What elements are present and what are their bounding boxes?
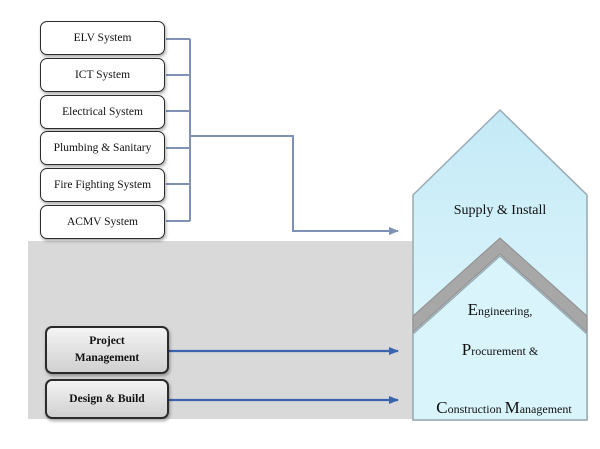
supply-install-arrow: [190, 135, 399, 235]
system-label: Plumbing & Sanitary: [53, 142, 152, 154]
epcm-line-construction: Construction Management: [413, 378, 587, 419]
project-management-line1: Project: [89, 335, 125, 347]
epcm-c-rest: onstruction: [447, 402, 505, 416]
epcm-m-rest: anagement: [519, 402, 572, 416]
epcm-p-initial: P: [461, 340, 472, 359]
epcm-m-initial: M: [504, 398, 520, 417]
system-label: ELV System: [73, 32, 132, 44]
system-connector: [166, 38, 191, 222]
system-box-fire-fighting: Fire Fighting System: [40, 168, 165, 202]
design-build-box: Design & Build: [45, 379, 169, 419]
epcm-line-procurement: Procurement &: [413, 340, 587, 361]
system-box-electrical: Electrical System: [40, 95, 165, 129]
design-build-label: Design & Build: [69, 392, 145, 405]
system-label: Fire Fighting System: [53, 179, 152, 191]
epcm-e-initial: E: [467, 300, 479, 319]
system-box-ict: ICT System: [40, 58, 165, 92]
epcm-house: [412, 254, 588, 421]
epcm-e-rest: ngineering,: [478, 304, 533, 318]
system-box-plumbing: Plumbing & Sanitary: [40, 131, 165, 165]
epcm-c-initial: C: [436, 398, 448, 417]
project-management-box: Project Management: [45, 326, 169, 374]
supply-install-label: Supply & Install: [453, 203, 547, 218]
epcm-p-rest: rocurement &: [471, 344, 539, 358]
epcm-line-engineering: Engineering,: [413, 300, 587, 321]
system-box-acmv: ACMV System: [40, 205, 165, 239]
system-label: ACMV System: [66, 216, 139, 228]
project-management-line2: Management: [74, 352, 140, 364]
system-label: Electrical System: [62, 106, 143, 118]
house-chevron: [412, 237, 588, 334]
system-label: ICT System: [74, 69, 131, 81]
system-box-elv: ELV System: [40, 21, 165, 55]
